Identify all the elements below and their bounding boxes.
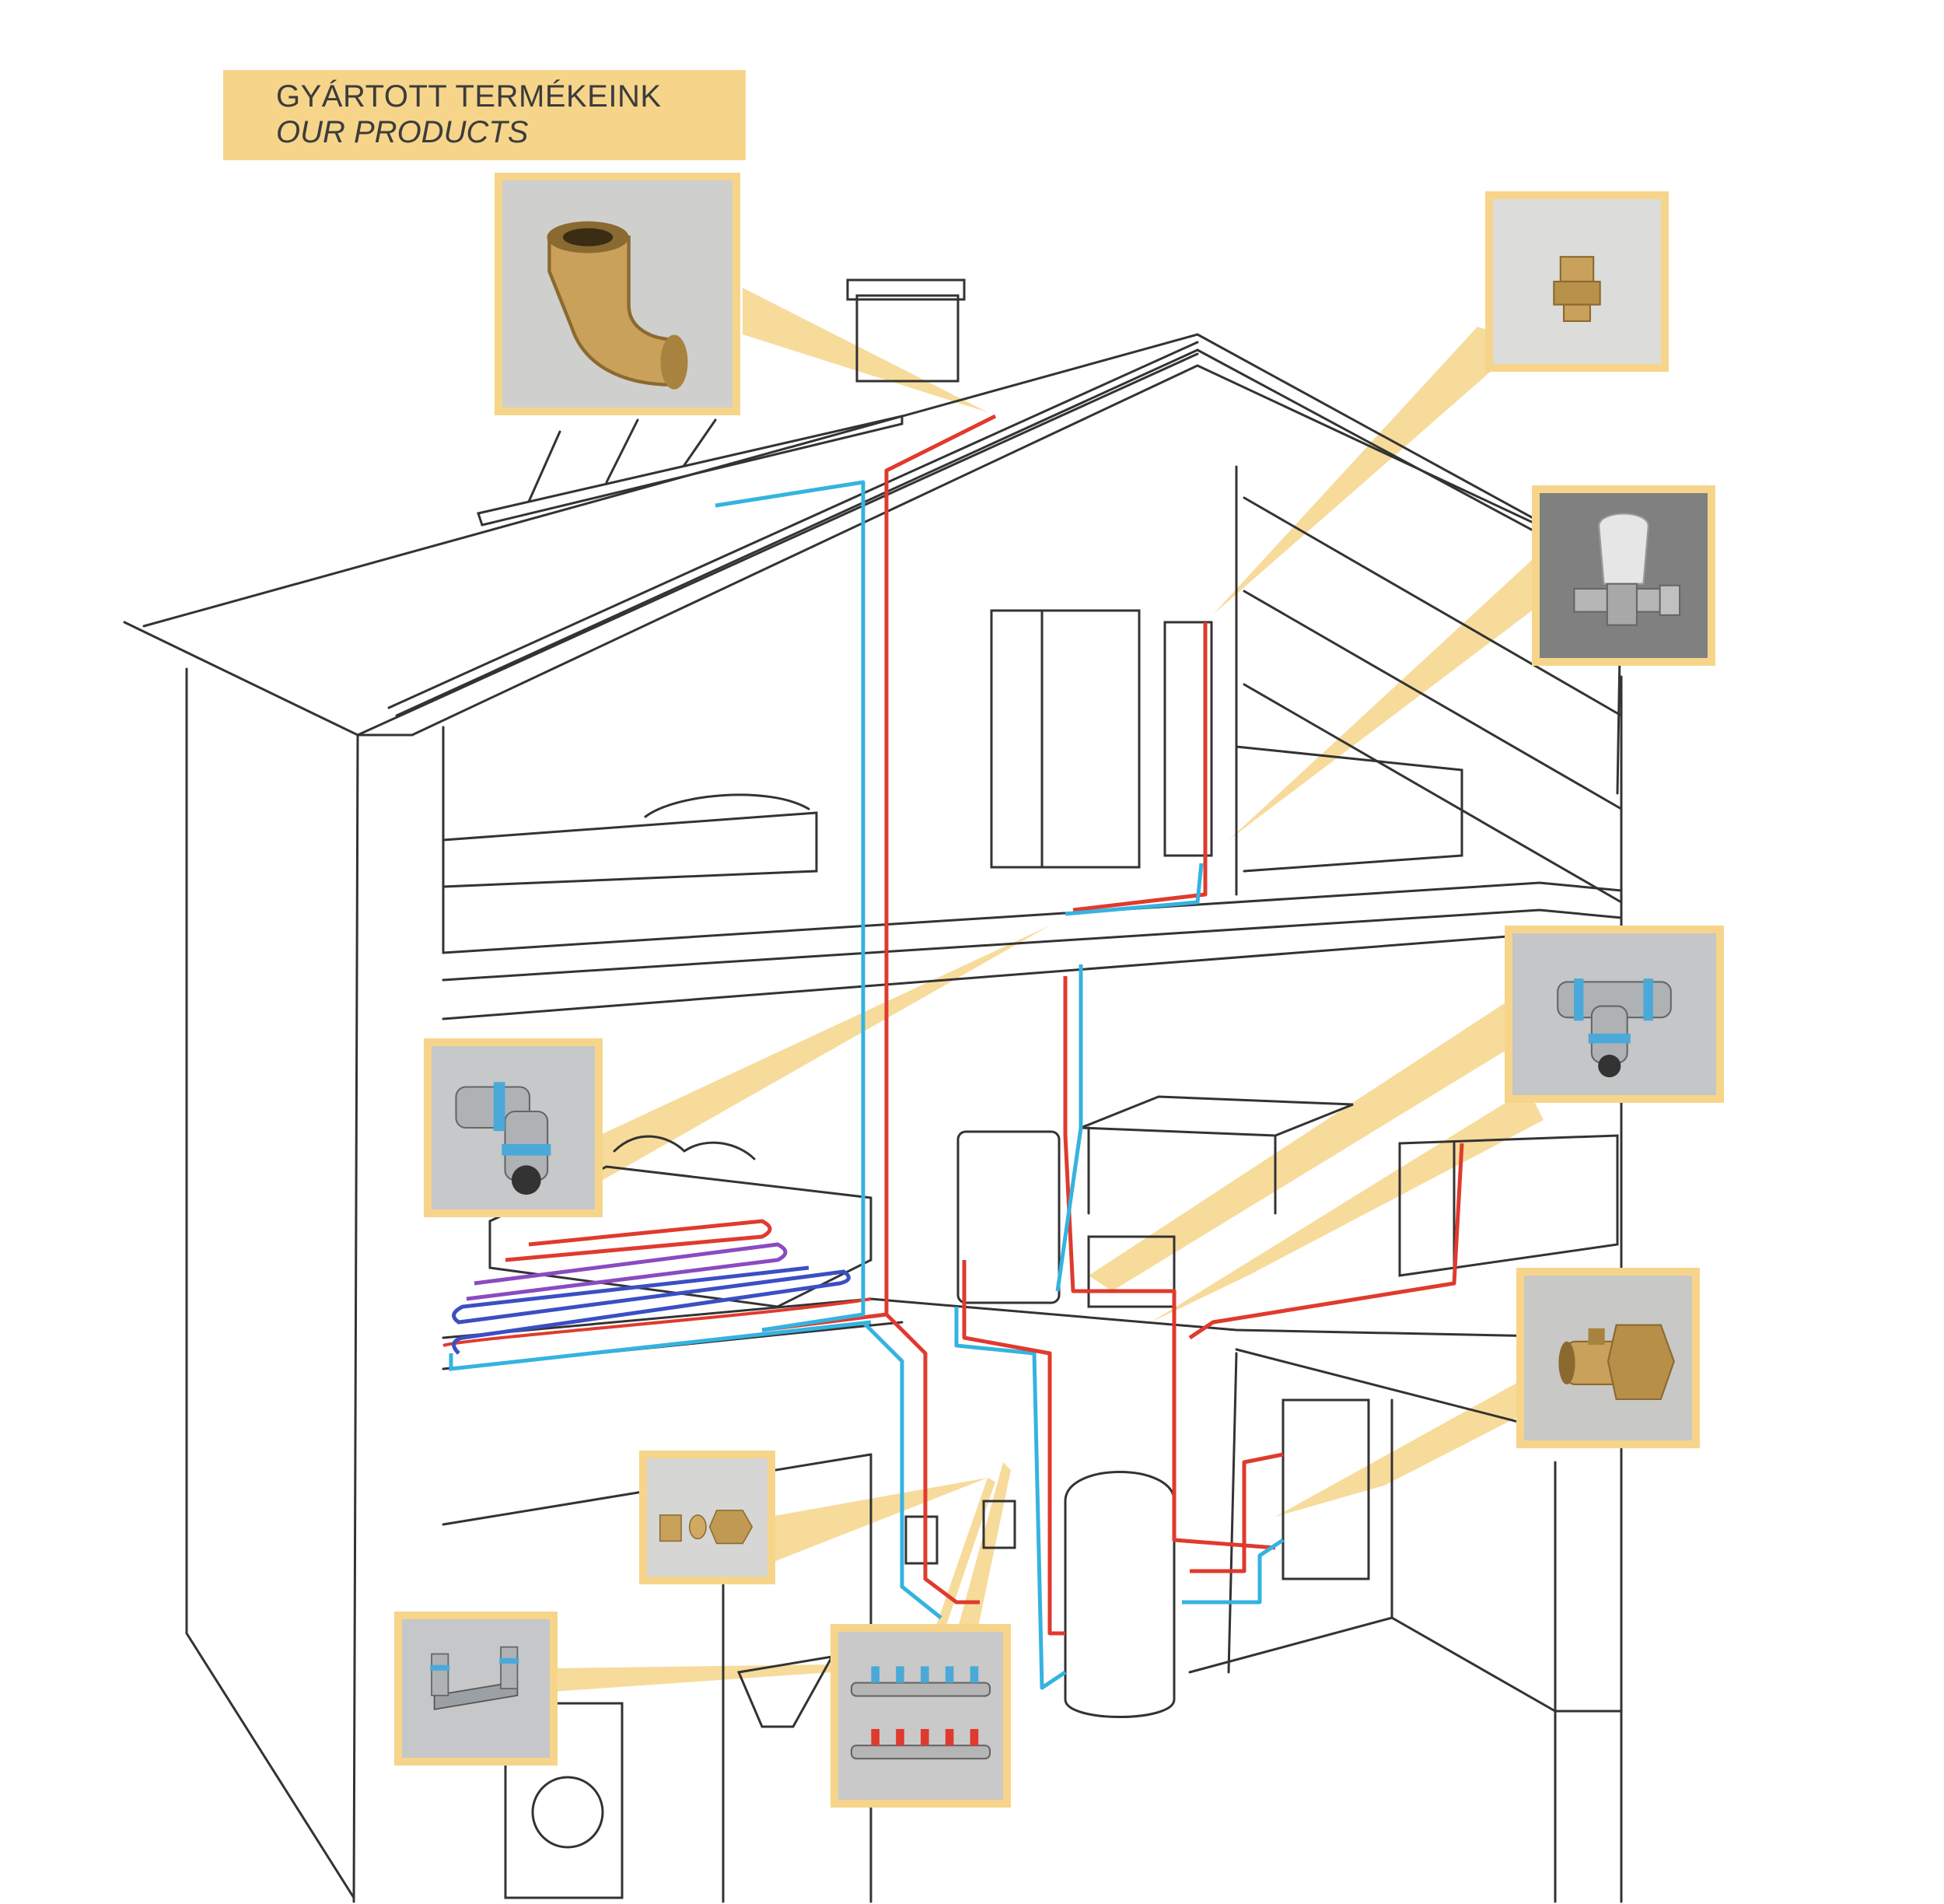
title-banner: GYÁRTOTT TERMÉKEINK OUR PRODUCTS xyxy=(223,70,746,160)
boiler-valve-photo xyxy=(1516,1268,1700,1448)
house-outline xyxy=(123,278,1623,1903)
press-fit-tee-icon xyxy=(1557,978,1672,1078)
press-tee-photo xyxy=(1505,926,1724,1103)
brass-air-vent-valve-icon xyxy=(1553,256,1601,322)
air-vent-photo xyxy=(1485,191,1669,372)
floor-heating-loops xyxy=(442,1219,872,1371)
underfloor-manifold-icon xyxy=(850,1666,991,1760)
pipes xyxy=(715,414,1464,1690)
cold-riser xyxy=(715,480,865,1332)
title-hungarian: GYÁRTOTT TERMÉKEINK xyxy=(276,79,662,114)
brass-union-valve-icon xyxy=(1558,1324,1675,1401)
thermostatic-radiator-valve-icon xyxy=(1573,513,1681,626)
brass-female-elbow-icon xyxy=(547,221,688,390)
press-elbow-photo xyxy=(424,1038,603,1217)
callout-beams xyxy=(552,288,1547,1692)
compression-fittings-photo xyxy=(639,1451,775,1584)
manifold-photo xyxy=(830,1624,1011,1808)
title-english: OUR PRODUCTS xyxy=(276,115,529,149)
wall-plate-elbows-photo xyxy=(394,1612,558,1766)
brass-elbow-photo xyxy=(495,173,740,415)
wall-plate-elbow-pair-icon xyxy=(430,1646,519,1710)
brass-compression-fittings-icon xyxy=(659,1510,753,1545)
press-fit-elbow-icon xyxy=(455,1082,551,1195)
thermostatic-valve-photo xyxy=(1532,485,1715,666)
